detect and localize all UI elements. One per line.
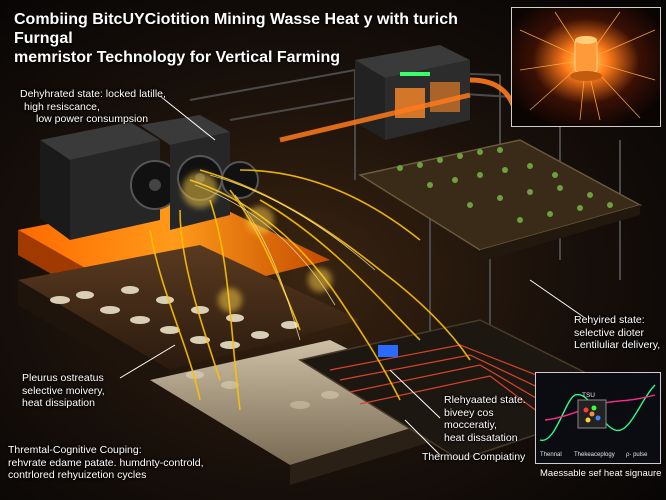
- label-line: Rlehyaated state.: [444, 394, 526, 406]
- plant-seedlings: [397, 147, 613, 223]
- title-line-1: Combiing BitcUYCiotition Mining Wasse He…: [14, 11, 458, 47]
- chip-label: TSU: [582, 392, 595, 399]
- label-line: Dehyhrated state: locked latille,: [20, 88, 166, 100]
- fan-icon: [221, 161, 259, 199]
- page-title: Combiing BitcUYCiotition Mining Wasse He…: [14, 10, 484, 67]
- label-thermoud: Thermoud Compiatiny: [422, 451, 525, 464]
- label-line: contrlored rehyuizetion cycles: [8, 469, 147, 481]
- label-line: heat dissatation: [444, 431, 518, 444]
- signature-inset: [535, 372, 661, 464]
- label-line: selective moivery,: [22, 384, 105, 397]
- sensor-chip: [378, 345, 398, 357]
- label-line: heat dissipation: [22, 397, 95, 409]
- label-dehydrated-state: Dehyhrated state: locked latille, high r…: [20, 88, 166, 126]
- label-line: selective dioter: [574, 326, 645, 339]
- label-line: biveey cos: [444, 406, 494, 419]
- memristor-inset-illustration: [512, 8, 660, 126]
- label-thermal-coupling: Thremtal-Cognitive Couping: rehvrate eda…: [8, 444, 204, 482]
- miner-cabinet-top: [355, 45, 470, 140]
- label-line: high resiscance,: [24, 100, 100, 113]
- axis-label-mid: Thekeaceplogy: [574, 452, 615, 458]
- label-rehydrated-state-mid: Rlehyaated state. biveey cos mocceratiy,…: [444, 394, 526, 444]
- label-line: Thremtal-Cognitive Couping:: [8, 444, 142, 456]
- label-pleurotus: Pleurus ostreatus selective moivery, hea…: [22, 372, 105, 410]
- heat-filaments: [149, 169, 471, 411]
- axis-label-right: ρ· pulse: [626, 452, 648, 458]
- signature-chart-illustration: [536, 373, 660, 463]
- label-line: low power consumpsion: [36, 113, 149, 125]
- inset-caption: Maessable sef heat signaure: [540, 468, 662, 479]
- label-rehydrated-state-right: Rehyired state: selective dioter Lentilu…: [574, 314, 660, 352]
- pointer-lines: [119, 95, 586, 456]
- label-line: Lentiluliar delivery,: [574, 339, 661, 351]
- label-line: mocceratiy,: [444, 419, 497, 431]
- asic-miner-left: [40, 122, 180, 240]
- label-line: Thermoud Compiatiny: [422, 451, 526, 463]
- memristor-inset: [511, 7, 661, 127]
- label-line: Rehyired state:: [574, 314, 645, 326]
- axis-label-left: Thennal: [540, 452, 562, 458]
- title-line-2: memristor Technology for Vertical Farmin…: [14, 49, 340, 66]
- label-line: rehvrate edame patate. humdnty-controld,: [8, 456, 204, 469]
- label-line: Pleurus ostreatus: [22, 372, 104, 384]
- mushroom-substrate: [18, 245, 360, 370]
